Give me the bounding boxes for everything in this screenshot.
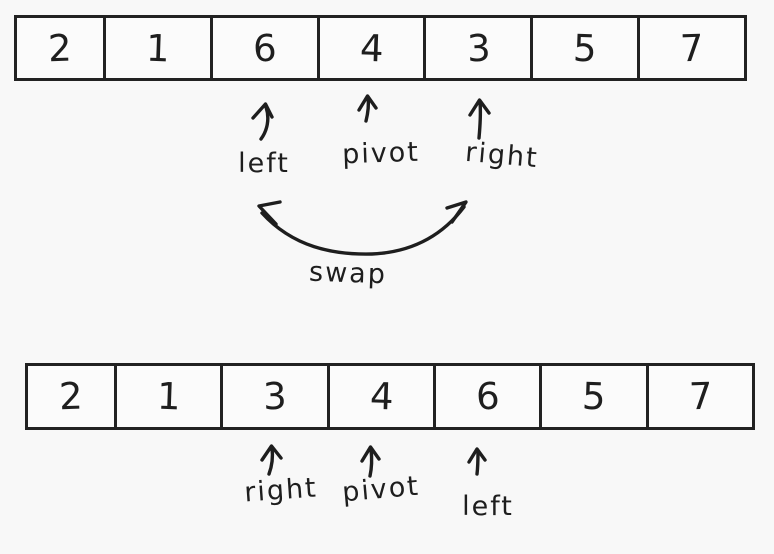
array-cell: 3 xyxy=(223,363,330,430)
array-before-swap: 2 1 6 4 3 5 7 xyxy=(14,15,747,81)
cell-value: 1 xyxy=(145,26,171,70)
arrow-shaft xyxy=(477,100,483,140)
array-cell: 2 xyxy=(14,15,106,81)
arrow-head xyxy=(468,98,491,117)
arrow-shaft xyxy=(267,446,275,476)
pointer-label-pivot-before: pivot xyxy=(341,136,421,171)
cell-value: 5 xyxy=(572,26,598,70)
swap-arrow-curve xyxy=(260,205,466,256)
arrow-head xyxy=(360,445,381,463)
array-cell: 4 xyxy=(329,363,436,430)
arrow-head xyxy=(260,444,283,462)
up-arrow-right-before xyxy=(468,98,491,140)
cell-value: 5 xyxy=(581,374,607,419)
pointer-label-left-after: left xyxy=(462,491,514,522)
arrow-head xyxy=(357,94,378,112)
cell-value: 4 xyxy=(359,26,385,70)
cell-value: 6 xyxy=(252,26,278,70)
pointer-label-right-before: right xyxy=(464,136,540,175)
cell-value: 2 xyxy=(47,26,73,70)
cell-value: 7 xyxy=(679,26,705,70)
array-cell: 5 xyxy=(533,15,641,81)
array-cell: 2 xyxy=(25,363,117,430)
up-arrow-left-after xyxy=(467,447,487,476)
cell-value: 7 xyxy=(687,374,713,419)
up-arrow-pivot-before xyxy=(357,94,378,123)
swap-arrow-head-left xyxy=(257,200,282,226)
cell-value: 1 xyxy=(156,374,182,419)
swap-label: swap xyxy=(308,256,388,291)
pointer-label-right-after: right xyxy=(243,472,319,509)
array-cell: 6 xyxy=(435,363,543,430)
pointer-label-pivot-after: pivot xyxy=(340,470,422,509)
array-cell: 6 xyxy=(212,15,320,81)
arrow-shaft xyxy=(259,105,270,141)
up-arrow-pivot-after xyxy=(360,445,381,478)
cell-value: 3 xyxy=(262,374,288,419)
arrow-head xyxy=(251,102,274,120)
array-cell: 3 xyxy=(426,15,534,81)
array-cell: 1 xyxy=(117,363,224,430)
array-cell: 7 xyxy=(640,15,747,81)
arrow-shaft xyxy=(475,449,480,476)
up-arrow-right-after xyxy=(260,444,283,476)
cell-value: 3 xyxy=(465,26,491,70)
array-cell: 7 xyxy=(648,363,755,430)
arrow-head xyxy=(467,447,487,464)
array-after-swap: 2 1 3 4 6 5 7 xyxy=(25,363,755,430)
cell-value: 4 xyxy=(368,374,394,419)
swap-arrow xyxy=(257,200,468,256)
array-cell: 5 xyxy=(542,363,649,430)
pointer-label-left-before: left xyxy=(238,148,290,179)
up-arrow-left-before xyxy=(251,102,274,141)
arrow-shaft xyxy=(368,447,374,478)
cell-value: 2 xyxy=(58,374,84,419)
arrow-shaft xyxy=(364,95,371,123)
array-cell: 4 xyxy=(319,15,427,81)
array-cell: 1 xyxy=(106,15,213,81)
swap-arrow-head-right xyxy=(445,200,468,224)
cell-value: 6 xyxy=(475,374,501,419)
